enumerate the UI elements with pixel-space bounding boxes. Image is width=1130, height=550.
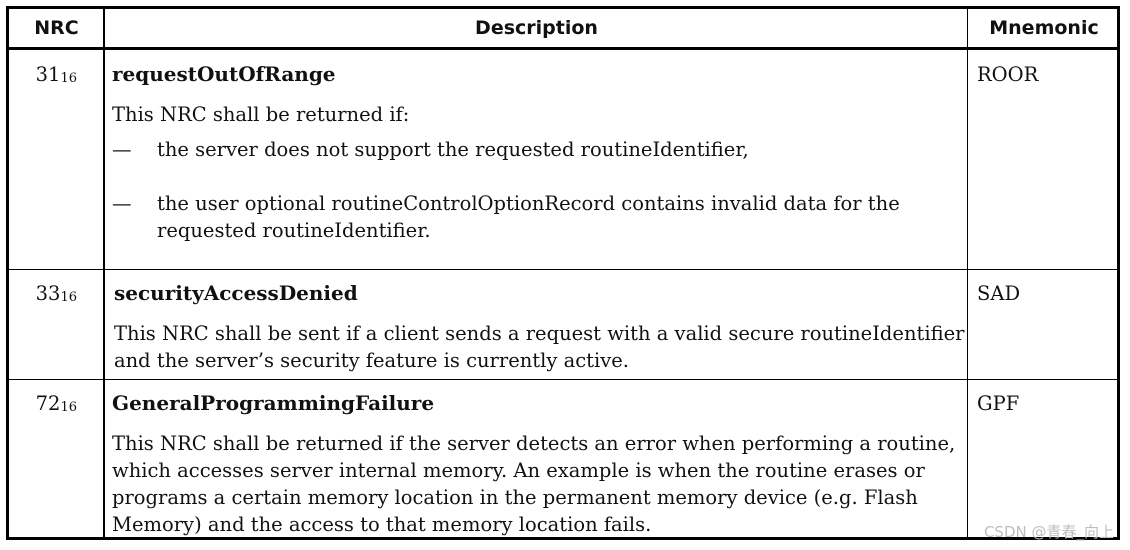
column-divider-nrc <box>103 9 105 537</box>
row-description-line-2: which accesses server internal memory. A… <box>112 459 925 482</box>
mnemonic-gpf: GPF <box>977 392 1020 415</box>
mnemonic-roor: ROOR <box>977 63 1039 86</box>
row-title-request-out-of-range: requestOutOfRange <box>112 62 336 86</box>
header-description: Description <box>475 17 598 39</box>
column-divider-mnemonic <box>967 9 968 537</box>
row-separator-1 <box>9 269 1117 270</box>
row-description-line-2: and the server’s security feature is cur… <box>114 349 629 372</box>
nrc-code-72: 7216 <box>35 392 77 415</box>
bullet-text-line-2: requested routineIdentifier. <box>157 219 431 242</box>
header-mnemonic: Mnemonic <box>989 17 1099 39</box>
bullet-text: the server does not support the requeste… <box>157 138 749 161</box>
bullet-dash: — <box>112 138 132 161</box>
bullet-dash: — <box>112 192 132 215</box>
row-description-line-1: This NRC shall be returned if the server… <box>112 432 956 455</box>
table-header-row: NRC Description Mnemonic <box>9 9 1117 50</box>
row-title-general-programming-failure: GeneralProgrammingFailure <box>112 391 435 415</box>
nrc-table: NRC Description Mnemonic 3116 requestOut… <box>6 6 1120 540</box>
watermark: CSDN @青春_向上 <box>983 523 1114 541</box>
row-description-line-3: programs a certain memory location in th… <box>112 486 918 509</box>
row-description-line-1: This NRC shall be sent if a client sends… <box>114 322 965 345</box>
row-intro: This NRC shall be returned if: <box>112 103 410 126</box>
row-description-line-4: Memory) and the access to that memory lo… <box>112 513 652 536</box>
nrc-code-33: 3316 <box>35 282 77 305</box>
mnemonic-sad: SAD <box>977 282 1021 305</box>
row-title-security-access-denied: securityAccessDenied <box>114 281 358 305</box>
row-separator-2 <box>9 379 1117 380</box>
nrc-code-31: 3116 <box>35 63 77 86</box>
bullet-text-line-1: the user optional routineControlOptionRe… <box>157 192 900 215</box>
header-nrc: NRC <box>34 17 79 39</box>
